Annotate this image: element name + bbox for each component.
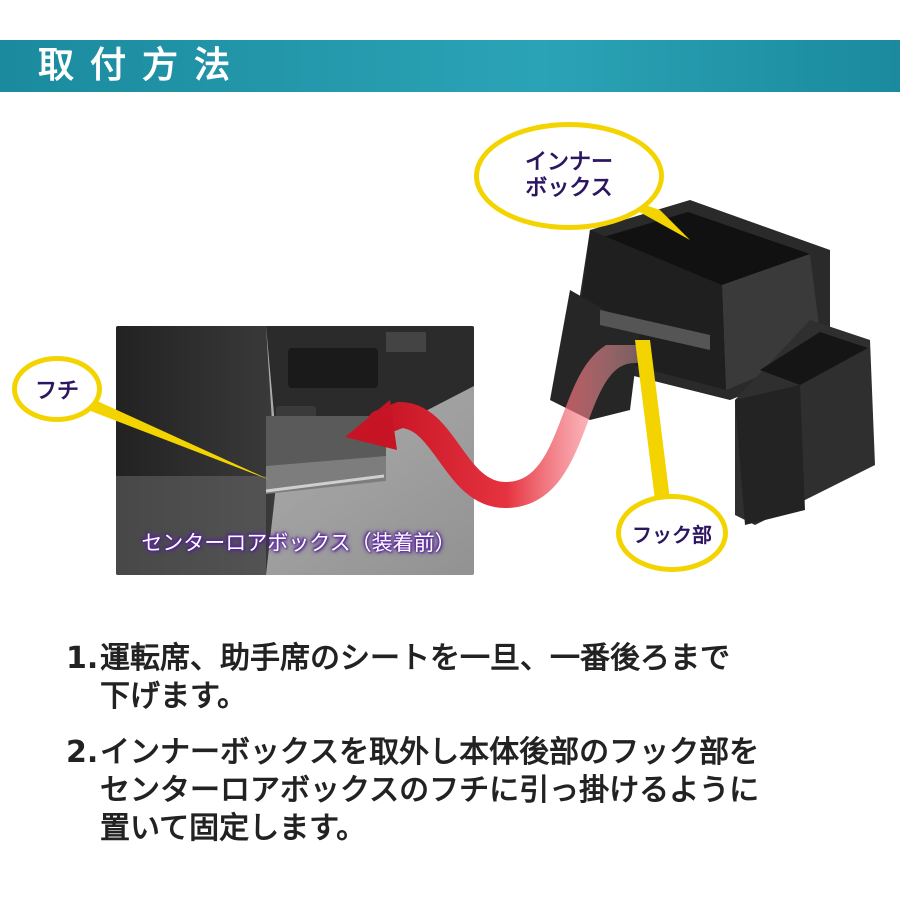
photo-caption: センターロアボックス（装着前）: [141, 531, 456, 555]
callout-hook-label: フック部: [632, 522, 712, 547]
page-title: 取付方法: [38, 45, 247, 86]
pointer-lines: [75, 190, 690, 500]
callout-inner-box-line2: ボックス: [525, 176, 613, 201]
step-1: 1. 運転席、助手席のシートを一旦、一番後ろまで 下げます。: [66, 640, 866, 716]
callout-hook: フック部: [616, 494, 728, 572]
step-text-line: インナーボックスを取外し本体後部のフック部を: [100, 735, 760, 770]
step-number: 2.: [66, 735, 99, 770]
callout-inner-box-line1: インナー: [524, 150, 613, 175]
callout-fuchi: フチ: [12, 356, 102, 422]
arrow-icon: [345, 345, 648, 509]
car-interior-illustration: [116, 326, 474, 575]
steps-list: 1. 運転席、助手席のシートを一旦、一番後ろまで 下げます。 2. インナーボッ…: [66, 640, 866, 866]
step-text-line: 置いて固定します。: [100, 811, 367, 846]
car-interior-photo: [116, 326, 474, 575]
header-bar: 取付方法: [0, 40, 900, 92]
step-number: 1.: [66, 641, 99, 676]
step-text-line: 下げます。: [100, 679, 247, 714]
step-text-line: センターロアボックスのフチに引っ掛けるように: [100, 773, 760, 808]
callout-fuchi-label: フチ: [34, 379, 79, 404]
step-2: 2. インナーボックスを取外し本体後部のフック部を センターロアボックスのフチに…: [66, 734, 866, 848]
callout-inner-box: インナー ボックス: [474, 122, 664, 230]
step-text-line: 運転席、助手席のシートを一旦、一番後ろまで: [100, 641, 730, 676]
